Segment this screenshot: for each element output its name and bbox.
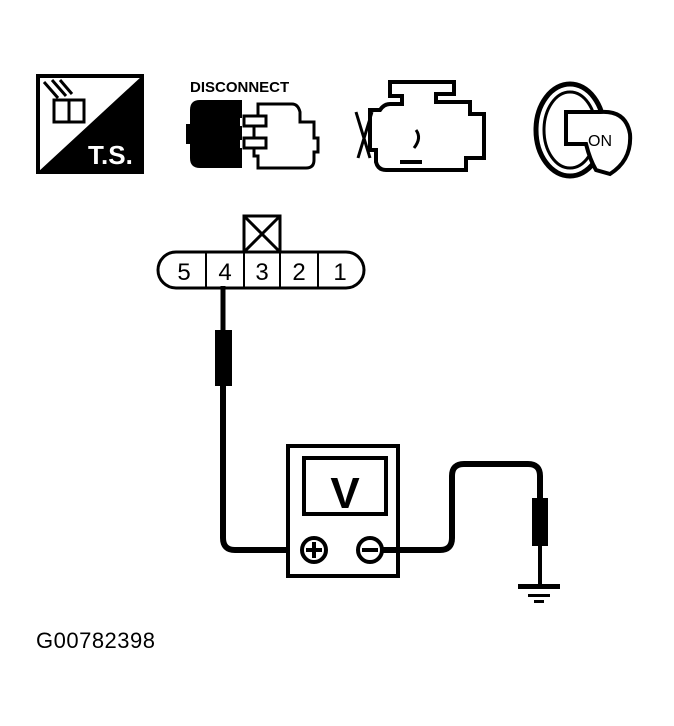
negative-probe-lead bbox=[382, 461, 548, 586]
positive-probe-lead bbox=[215, 286, 300, 553]
engine-icon bbox=[354, 80, 486, 172]
figure-id: G00782398 bbox=[36, 628, 156, 653]
pin-1: 1 bbox=[333, 259, 346, 286]
ts-icon: T.S. bbox=[36, 74, 144, 174]
disconnect-label: DISCONNECT bbox=[190, 79, 289, 96]
disconnect-icon: DISCONNECT bbox=[186, 79, 320, 170]
voltmeter-label: V bbox=[330, 469, 360, 518]
connector: 5 4 3 2 1 bbox=[156, 214, 366, 290]
pin-2: 2 bbox=[292, 259, 305, 286]
ground-icon bbox=[518, 584, 560, 603]
ignition-on-label: ON bbox=[588, 133, 612, 150]
ignition-on-icon: ON bbox=[533, 81, 633, 179]
ts-label: T.S. bbox=[88, 140, 133, 170]
pin-4: 4 bbox=[218, 259, 231, 286]
pin-5: 5 bbox=[177, 259, 190, 286]
pin-3: 3 bbox=[255, 259, 268, 286]
voltmeter: V bbox=[286, 444, 400, 578]
